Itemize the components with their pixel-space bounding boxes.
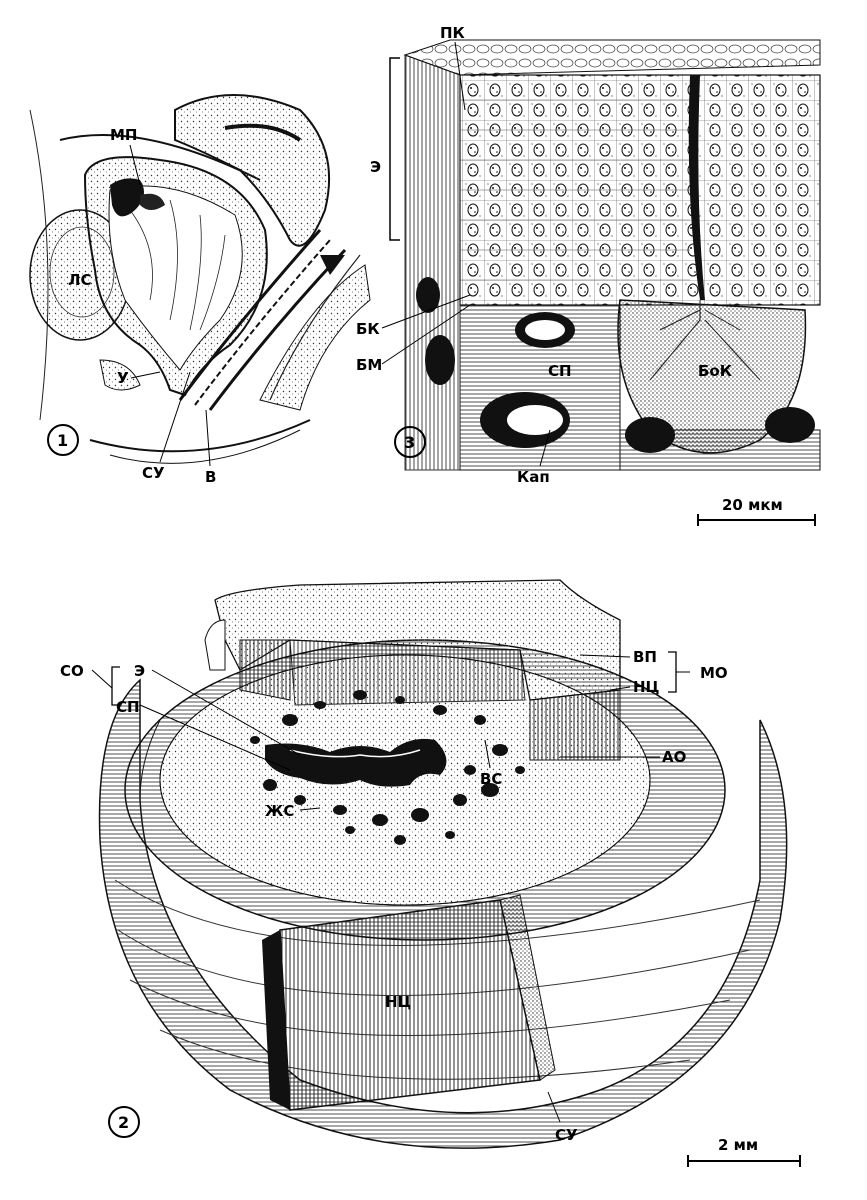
panel-1-drawing — [29, 94, 371, 464]
label-ls: ЛС — [68, 271, 91, 289]
svg-text:20 мкм: 20 мкм — [722, 496, 783, 514]
label-kap: Кап — [517, 468, 550, 486]
label-nc-top: НЦ — [633, 678, 660, 696]
panel-2-number: 2 — [118, 1113, 129, 1132]
label-so: СО — [60, 662, 84, 680]
scale-bar-2mm: 2 мм — [687, 1136, 801, 1167]
label-u: У — [117, 369, 129, 387]
label-mo: МО — [700, 664, 728, 682]
label-vs: ВС — [480, 770, 502, 788]
panel-3-labels: ПК Э БК БМ СП БоК Кап 3 20 мкм — [356, 24, 816, 526]
label-bok: БоК — [698, 362, 733, 380]
label-su-panel2: СУ — [555, 1126, 578, 1144]
label-bk: БК — [356, 320, 380, 338]
scale-bar-20um: 20 мкм — [697, 496, 816, 526]
label-zhs: ЖС — [265, 802, 294, 820]
panel-2-drawing — [98, 579, 788, 1149]
label-vp: ВП — [633, 648, 657, 666]
label-v: В — [205, 468, 216, 486]
label-pk: ПК — [440, 24, 466, 42]
panel-3-drawing — [403, 39, 821, 471]
label-sp-panel2: СП — [116, 698, 140, 716]
panel-1-number: 1 — [57, 431, 68, 450]
label-su: СУ — [142, 464, 165, 482]
panel-2-labels: СО Э СП ВП НЦ МО АО ВС ЖС НЦ СУ 2 2 мм — [60, 648, 801, 1167]
label-bm: БМ — [356, 356, 382, 374]
label-e-panel2: Э — [134, 662, 145, 680]
label-e-panel3: Э — [370, 158, 381, 176]
label-mp: МП — [110, 126, 137, 144]
svg-text:2 мм: 2 мм — [718, 1136, 758, 1154]
label-nc-center: НЦ — [385, 993, 412, 1011]
label-ao: АО — [662, 748, 686, 766]
panel-3-number: 3 — [404, 433, 415, 452]
label-sp-panel3: СП — [548, 362, 572, 380]
panel-1-labels: МП ЛС У СУ В 1 — [47, 126, 216, 486]
